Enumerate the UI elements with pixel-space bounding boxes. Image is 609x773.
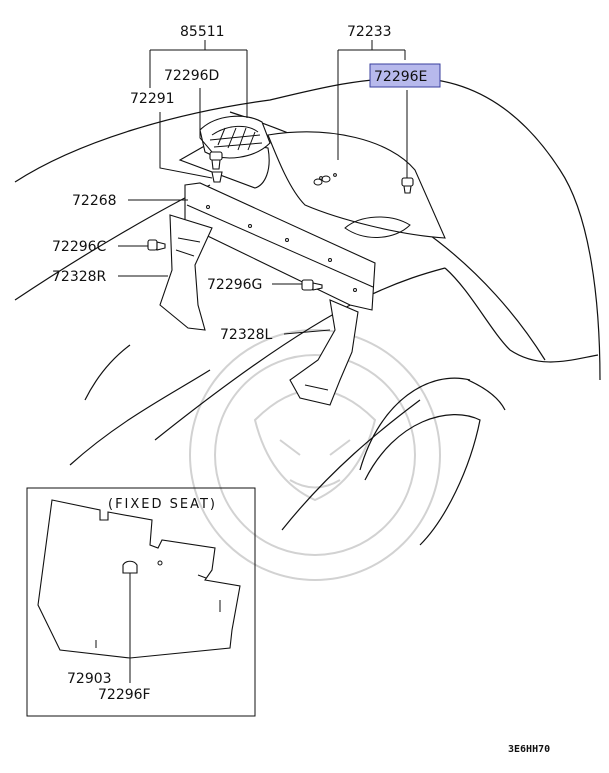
label-72903: 72903 [67, 671, 112, 687]
inset-fixed-seat [26, 487, 256, 717]
leader-lines [118, 40, 408, 335]
label-72291: 72291 [130, 91, 175, 107]
label-72328R: 72328R [52, 269, 107, 285]
highlight-box-72296E [369, 63, 441, 88]
side-trim-72328R [159, 214, 213, 331]
label-72268: 72268 [72, 193, 117, 209]
part-labels: 85511 72233 72296D 72296E 72291 72268 72… [52, 24, 550, 755]
diagram-code: 3E6HH70 [508, 744, 550, 755]
label-72296G: 72296G [207, 277, 262, 293]
label-72296E[interactable]: 72296E [374, 69, 427, 85]
fastener-72296D [209, 151, 223, 170]
fastener-72296E [401, 177, 414, 194]
label-72296C: 72296C [52, 239, 107, 255]
watermark-emblem [189, 329, 441, 581]
side-trim-72328L [289, 299, 359, 406]
rear-shelf-72233 [267, 131, 446, 239]
label-72296D: 72296D [164, 68, 219, 84]
label-72233: 72233 [347, 24, 392, 40]
fastener-72291-clip [211, 171, 223, 183]
label-72328L: 72328L [220, 327, 273, 343]
label-72296F: 72296F [98, 687, 151, 703]
label-85511: 85511 [180, 24, 225, 40]
fastener-72296G [301, 279, 323, 291]
fastener-72296C [147, 239, 166, 251]
inset-title: (FIXED SEAT) [108, 497, 217, 512]
